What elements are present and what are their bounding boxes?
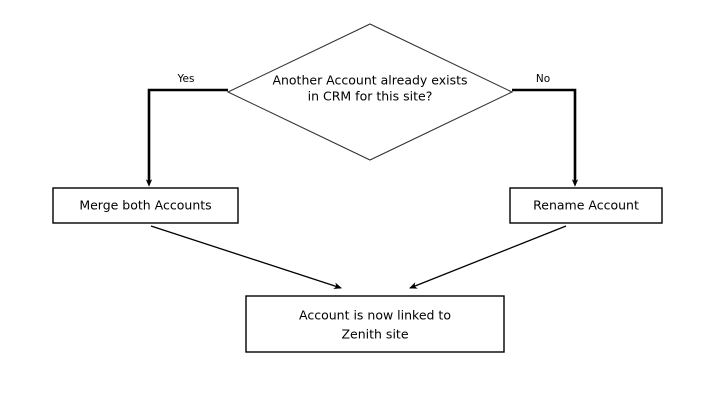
edge-yes-branch <box>145 88 228 187</box>
decision-node-label-line1: Another Account already exists <box>272 73 467 88</box>
merge-accounts-node[interactable] <box>52 187 239 224</box>
account-linked-node-label-line2: Zenith site <box>341 327 408 342</box>
account-linked-node[interactable] <box>245 295 505 353</box>
edge-merge-to-linked <box>150 225 342 290</box>
rename-account-node-label: Rename Account <box>533 198 639 213</box>
decision-node-diamond[interactable] <box>226 23 514 161</box>
rename-account-node[interactable] <box>509 187 663 224</box>
edge-no-branch <box>512 88 579 187</box>
edge-rename-to-linked <box>409 225 567 289</box>
edge-label-yes: Yes <box>177 73 195 85</box>
edge-label-no: No <box>536 73 550 85</box>
account-linked-node-label-line1: Account is now linked to <box>299 308 451 323</box>
merge-accounts-node-label: Merge both Accounts <box>79 198 211 213</box>
decision-node-label-line2: in CRM for this site? <box>308 89 433 104</box>
